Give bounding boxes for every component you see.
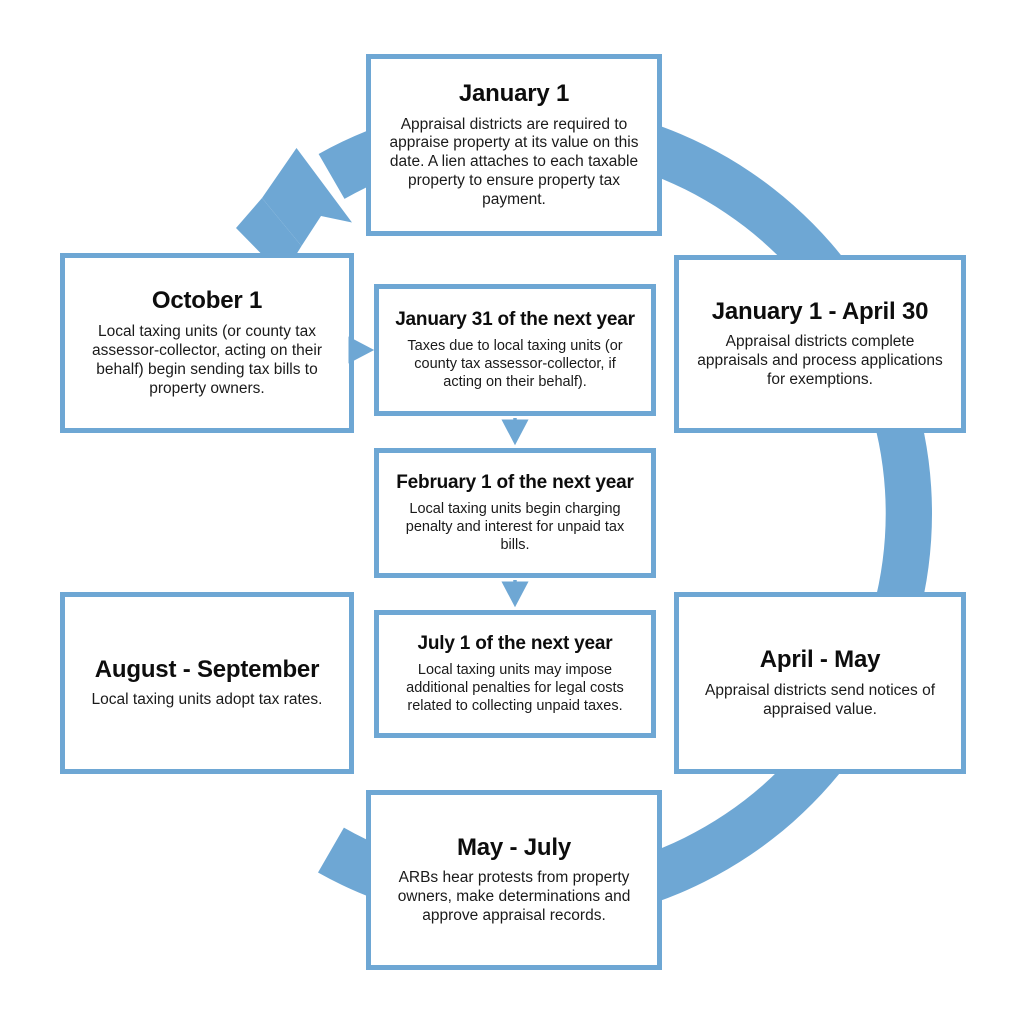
node-body: Appraisal districts complete appraisals … [697,333,943,389]
node-body: Appraisal districts are required to appr… [389,115,639,209]
cycle-node-october-1[interactable]: October 1 Local taxing units (or county … [60,253,354,433]
node-body: Local taxing units begin charging penalt… [405,501,625,553]
node-title: July 1 of the next year [417,632,613,654]
node-title: August - September [94,655,320,683]
cycle-node-january-1[interactable]: January 1 Appraisal districts are requir… [366,54,662,236]
chain-node-july-1-next-year[interactable]: July 1 of the next year Local taxing uni… [374,610,656,738]
node-body: Taxes due to local taxing units (or coun… [407,338,623,390]
chain-node-february-1-next-year[interactable]: February 1 of the next year Local taxing… [374,448,656,578]
node-title: May - July [456,833,572,861]
cycle-node-may-july[interactable]: May - July ARBs hear protests from prope… [366,790,662,970]
node-body: Local taxing units (or county tax assess… [91,322,323,397]
cycle-node-april-may[interactable]: April - May Appraisal districts send not… [674,592,966,774]
node-title: January 1 - April 30 [711,297,929,325]
node-title: February 1 of the next year [396,471,634,493]
cycle-node-january-1-april-30[interactable]: January 1 - April 30 Appraisal districts… [674,255,966,433]
node-title: April - May [759,646,881,674]
chain-node-january-31-next-year[interactable]: January 31 of the next year Taxes due to… [374,284,656,416]
node-body: Appraisal districts send notices of appr… [704,681,936,718]
cycle-node-august-september[interactable]: August - September Local taxing units ad… [60,592,354,774]
node-title: October 1 [151,287,263,315]
node-body: Local taxing units may impose additional… [406,662,624,714]
node-body: ARBs hear protests from property owners,… [397,869,631,925]
node-title: January 1 [458,79,570,107]
node-title: January 31 of the next year [395,308,635,330]
node-body: Local taxing units adopt tax rates. [91,691,323,709]
